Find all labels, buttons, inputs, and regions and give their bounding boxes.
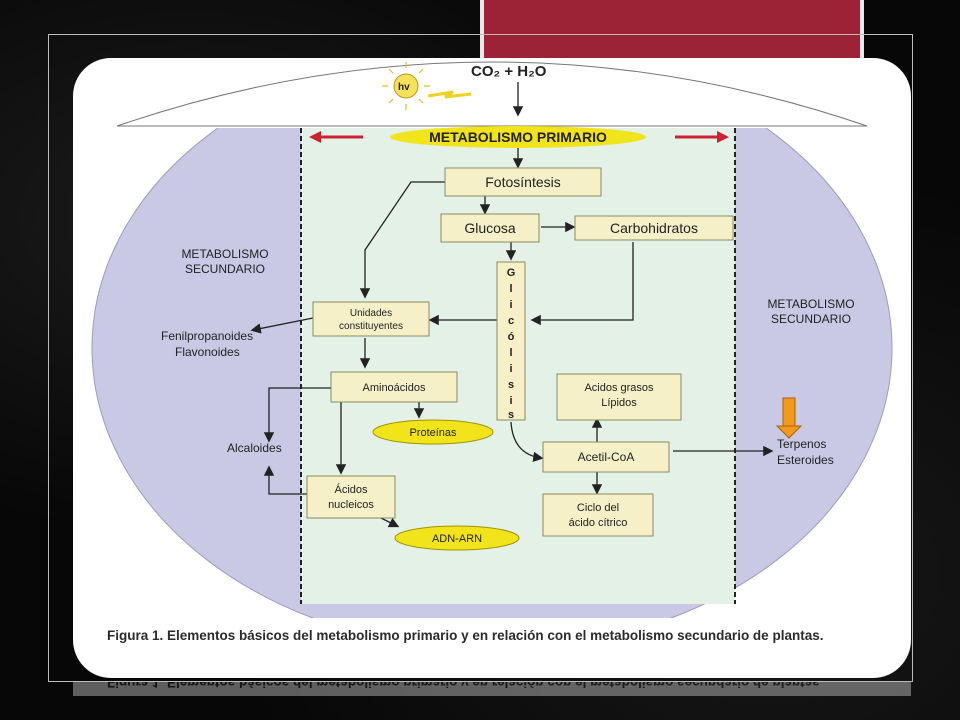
- arrow-to-fenil: [250, 317, 314, 334]
- acidos-nucleicos-label-2: nucleicos: [328, 499, 374, 511]
- acetil-coa-label: Acetil-CoA: [578, 450, 635, 464]
- svg-text:hv: hv: [398, 82, 410, 93]
- primary-title-ellipse: [390, 126, 646, 148]
- arrow-nuc-to-alcaloides: [263, 465, 307, 495]
- arrow-to-unidades: [359, 181, 445, 299]
- top-arc: [116, 61, 868, 127]
- glic-letter: G: [507, 267, 516, 279]
- arrow-to-alcaloides: [263, 387, 331, 443]
- terpenos-label: Terpenos: [777, 437, 826, 451]
- primary-title: METABOLISMO PRIMARIO: [429, 129, 607, 145]
- glic-letter: i: [509, 395, 512, 407]
- arrow-glic-to-acetil: [510, 421, 544, 463]
- adn-arn-ellipse: [394, 525, 520, 551]
- ciclo-box: [542, 493, 654, 537]
- red-right-arrow: [675, 131, 729, 143]
- acidos-nucleicos-box: [306, 475, 396, 519]
- metabolism-diagram: hv CO₂ + H₂O METABOLISMO PRIMARIO: [91, 61, 893, 618]
- fotosintesis-box: [444, 167, 602, 197]
- proteinas-ellipse: [372, 419, 494, 445]
- carbohidratos-label: Carbohidratos: [610, 220, 698, 236]
- figure-caption: Figura 1. Elementos básicos del metaboli…: [107, 628, 824, 643]
- glic-letter: i: [509, 363, 512, 375]
- acidos-nucleicos-label-1: Ácidos: [334, 483, 368, 496]
- fotosintesis-label: Fotosíntesis: [485, 174, 560, 190]
- acidos-grasos-label-2: Lípidos: [601, 397, 637, 409]
- left-secondary-label-2: SECUNDARIO: [185, 262, 265, 276]
- unidades-label-1: Unidades: [350, 308, 392, 319]
- glucosa-box: [440, 213, 540, 243]
- glic-letter: i: [509, 299, 512, 311]
- arrow-carbo-to-glicolisis: [530, 242, 634, 326]
- esteroides-label: Esteroides: [777, 453, 834, 467]
- glic-letter: ó: [508, 331, 515, 343]
- red-left-arrow: [309, 131, 363, 143]
- right-secondary-label-2: SECUNDARIO: [771, 312, 851, 326]
- glic-letter: c: [508, 315, 514, 327]
- co2-h2o-label: CO₂ + H₂O: [471, 63, 547, 80]
- alcaloides-label: Alcaloides: [227, 441, 282, 455]
- aminoacidos-label: Aminoácidos: [363, 382, 426, 394]
- ciclo-label-1: Ciclo del: [577, 502, 619, 514]
- glic-letter: l: [509, 347, 512, 359]
- carbohidratos-box: [574, 215, 734, 241]
- card-reflection: Figura 1. Elementos básicos del metaboli…: [73, 682, 911, 720]
- aminoacidos-box: [330, 371, 458, 403]
- adn-arn-label: ADN-ARN: [432, 533, 482, 545]
- reflection-caption: Figura 1. Elementos básicos del metaboli…: [73, 682, 911, 696]
- left-secondary-label-1: METABOLISMO: [181, 247, 268, 261]
- lightning-icon: [427, 90, 472, 99]
- sun-icon: hv: [382, 62, 430, 110]
- acidos-grasos-box: [556, 373, 682, 421]
- glic-letter: s: [508, 409, 514, 421]
- acidos-grasos-label-1: Acidos grasos: [584, 382, 654, 394]
- ciclo-label-2: ácido cítrico: [569, 517, 628, 529]
- slide-frame: [48, 34, 913, 682]
- unidades-label-2: constituyentes: [339, 321, 403, 332]
- proteinas-label: Proteínas: [409, 427, 457, 439]
- unidades-box: [312, 301, 430, 337]
- acetil-coa-box: [542, 441, 670, 473]
- glic-letter: l: [509, 283, 512, 295]
- glucosa-label: Glucosa: [464, 220, 516, 236]
- flavonoides-label: Flavonoides: [175, 345, 240, 359]
- glic-letter: s: [508, 379, 514, 391]
- fenilpropanoides-label: Fenilpropanoides: [161, 329, 253, 343]
- glicolisis-box: [496, 261, 526, 421]
- glicolisis-vertical-label: G l i c ó l i s i s: [507, 267, 516, 421]
- right-secondary-label-1: METABOLISMO: [767, 297, 854, 311]
- orange-down-arrow: [775, 397, 803, 439]
- figure-card: hv CO₂ + H₂O METABOLISMO PRIMARIO: [73, 58, 911, 678]
